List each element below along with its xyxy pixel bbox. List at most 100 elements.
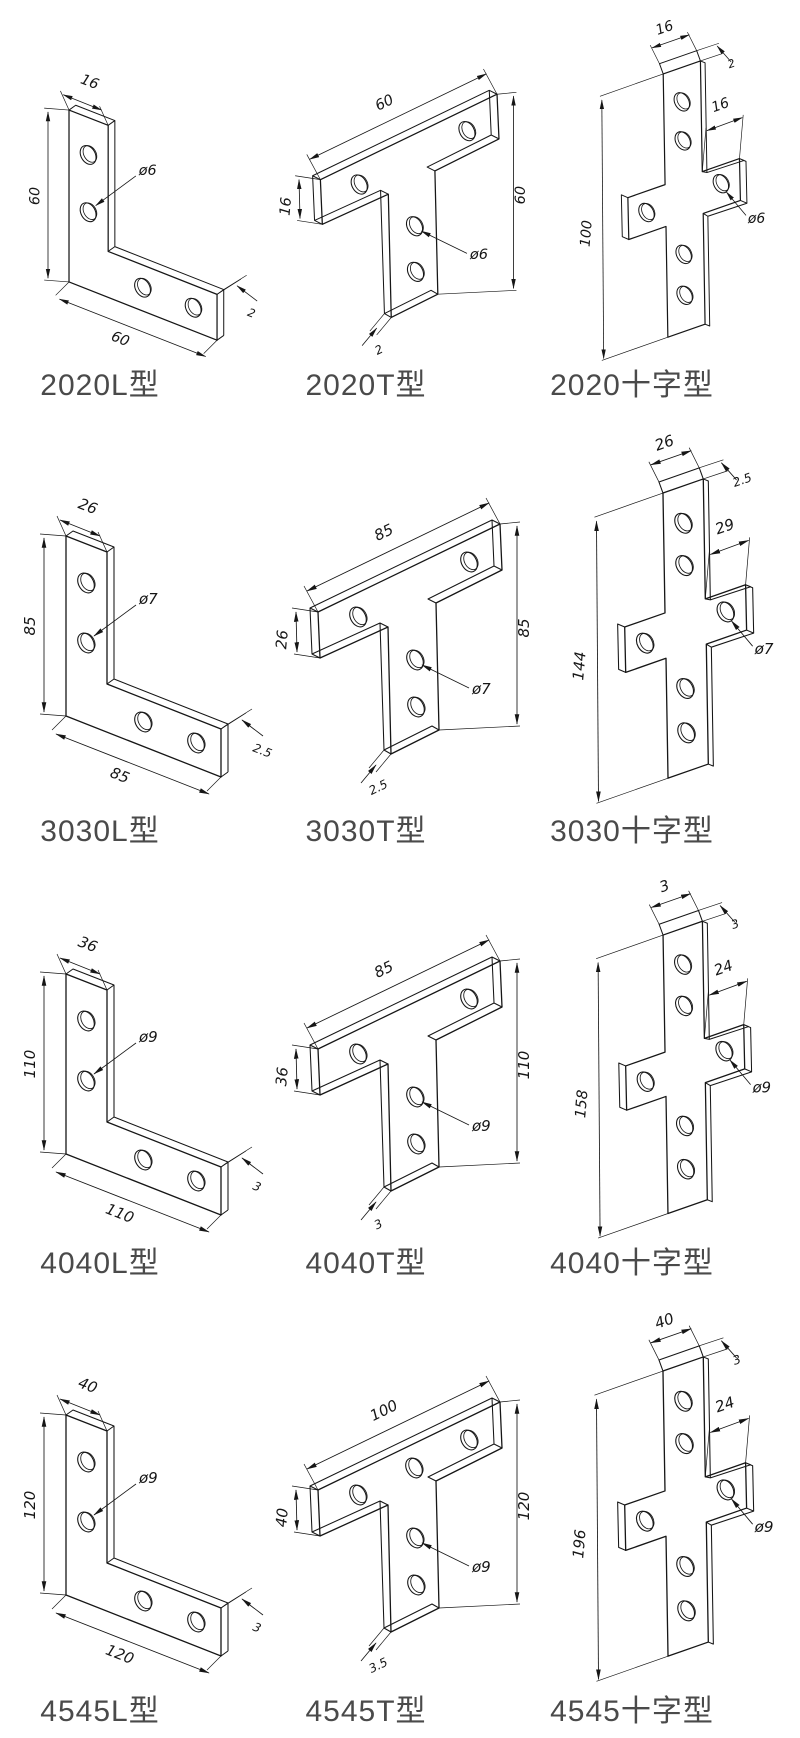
dim-top: 3	[657, 877, 672, 896]
bolt-hole	[715, 1040, 734, 1062]
bolt-hole	[635, 1510, 655, 1532]
dim-height: 144	[569, 651, 589, 681]
bolt-hole	[77, 572, 96, 594]
bolt-hole	[77, 1070, 96, 1092]
drawing-4040-t-bracket: 85 36 110 ø9 3	[272, 934, 533, 1232]
dim-height: 100	[578, 219, 596, 247]
bolt-hole	[79, 144, 98, 165]
dim-top-thickness: 3	[731, 1352, 743, 1368]
caption-2020-cross: 2020十字型	[550, 369, 714, 402]
caption-3030-cross: 3030十字型	[550, 815, 714, 848]
dim-thickness: 3.5	[367, 1655, 390, 1676]
bolt-hole	[675, 555, 694, 577]
bolt-hole	[675, 1433, 694, 1455]
bolt-hole	[675, 1115, 695, 1137]
bolt-hole	[134, 277, 152, 298]
dim-height: 60	[512, 186, 529, 205]
caption-4040-cross: 4040十字型	[550, 1247, 714, 1280]
bolt-hole	[134, 711, 153, 733]
dim-hole-diameter: ø7	[138, 590, 158, 608]
dim-hole-diameter: ø9	[754, 1518, 774, 1536]
dim-top: 26	[652, 431, 676, 454]
caption-4545-t: 4545T型	[305, 1695, 427, 1728]
bolt-hole	[673, 92, 691, 112]
bolt-hole	[676, 285, 694, 306]
caption-4040-t: 4040T型	[305, 1247, 427, 1280]
bolt-hole	[350, 174, 369, 195]
dim-height: 120	[515, 1492, 533, 1521]
bolt-hole	[635, 632, 655, 654]
dim-top-thickness: 2	[726, 57, 737, 72]
dim-hole-diameter: ø9	[471, 1558, 491, 1576]
dim-width: 36	[76, 933, 100, 957]
dim-hole-diameter: ø6	[469, 246, 488, 263]
dim-thickness: 3	[251, 1620, 263, 1636]
dim-arm-width: 24	[712, 957, 735, 979]
dim-height: 158	[572, 1089, 591, 1119]
dim-hole-diameter: ø9	[471, 1117, 491, 1135]
dim-height: 120	[21, 1491, 39, 1520]
bolt-hole	[676, 677, 695, 700]
dim-top: 85	[371, 957, 396, 982]
bolt-hole	[407, 696, 426, 718]
caption-2020-l: 2020L型	[40, 369, 160, 402]
bolt-hole	[349, 1043, 368, 1065]
dim-length: 120	[103, 1641, 136, 1668]
bolt-hole	[716, 1479, 736, 1501]
bolt-hole	[674, 1390, 693, 1412]
dim-side: 36	[272, 1066, 292, 1087]
bolt-hole	[675, 244, 693, 265]
caption-4545-l: 4545L型	[40, 1695, 160, 1728]
dim-height: 85	[21, 616, 39, 635]
dim-height: 196	[569, 1529, 589, 1559]
bolt-hole	[674, 954, 693, 975]
bolt-hole	[716, 601, 736, 623]
bolt-hole	[677, 722, 696, 744]
bolt-hole	[676, 1158, 696, 1180]
bolt-hole	[674, 995, 694, 1017]
bolt-hole	[77, 1511, 96, 1533]
dim-hole-diameter: ø7	[754, 640, 774, 658]
dim-top: 85	[371, 520, 396, 545]
dim-arm-width: 16	[709, 95, 731, 116]
caption-2020-t: 2020T型	[305, 369, 427, 402]
dim-side: 26	[272, 629, 292, 650]
bolt-hole	[407, 1574, 426, 1596]
dim-thickness: 3	[372, 1216, 385, 1232]
dim-height: 60	[27, 187, 43, 205]
bolt-hole	[79, 202, 98, 223]
dim-length: 85	[108, 763, 132, 787]
dim-height: 110	[515, 1051, 533, 1080]
dim-hole-diameter: ø6	[747, 211, 766, 227]
caption-4040-l: 4040L型	[40, 1247, 160, 1280]
dim-top: 60	[372, 91, 396, 114]
bolt-hole	[77, 1451, 96, 1473]
caption-4545-cross: 4545十字型	[550, 1695, 714, 1728]
dim-hole-diameter: ø9	[138, 1028, 158, 1046]
dim-height: 110	[21, 1050, 39, 1079]
dim-top: 100	[367, 1396, 401, 1425]
bolt-hole	[636, 1071, 655, 1092]
dim-width: 16	[78, 72, 101, 93]
dim-thickness: 2.5	[251, 741, 274, 761]
bolt-hole	[677, 1600, 696, 1622]
dim-length: 60	[109, 329, 132, 351]
